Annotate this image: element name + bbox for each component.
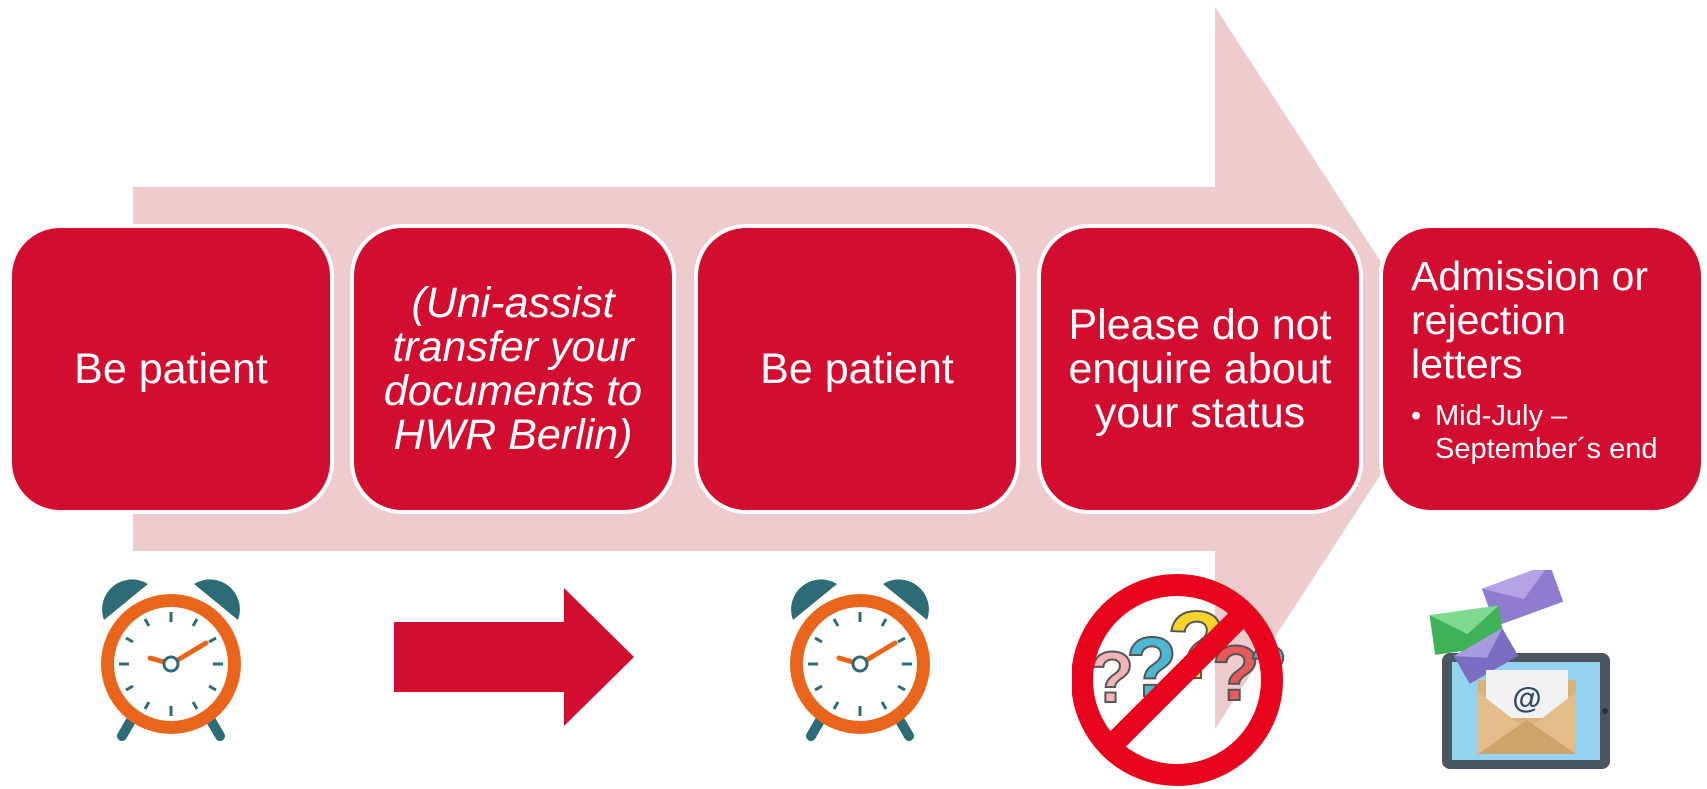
right-arrow-icon <box>394 588 634 726</box>
no-questions-icon: ? ? ? ? ? <box>1072 574 1288 786</box>
svg-text:?: ? <box>1212 629 1260 717</box>
step-text-line: (Uni-assist <box>411 279 615 327</box>
step-title: Admission or rejection letters <box>1411 254 1648 386</box>
step-text-line: transfer your <box>392 323 634 371</box>
step-text-line: your status <box>1094 389 1306 437</box>
step-text-line: documents to <box>383 367 643 415</box>
step-text-line: enquire about <box>1068 345 1332 393</box>
step-uni-assist-transfer: (Uni-assist transfer your documents to H… <box>350 224 676 514</box>
svg-text:@: @ <box>1512 682 1541 715</box>
bullet-text-line: Mid-July – <box>1435 400 1568 432</box>
step-admission-letters: Admission or rejection letters • Mid-Jul… <box>1379 224 1705 514</box>
step-be-patient-2: Be patient <box>694 224 1020 514</box>
bullet-dot: • <box>1411 400 1422 432</box>
step-text-line: Be patient <box>760 345 954 393</box>
svg-text:?: ? <box>1090 638 1134 718</box>
step-be-patient-1: Be patient <box>8 224 334 514</box>
step-text-line: Admission or <box>1411 253 1648 299</box>
step-do-not-enquire: Please do not enquire about your status <box>1037 224 1363 514</box>
bullet-text-line: September´s end <box>1435 433 1658 465</box>
email-tablet-icon: @ <box>1429 570 1610 769</box>
step-bullet: • Mid-July – September´s end <box>1411 400 1657 466</box>
alarm-clock-icon <box>101 579 241 741</box>
step-text-line: HWR Berlin) <box>393 411 633 459</box>
alarm-clock-icon <box>790 579 930 741</box>
step-text-line: letters <box>1411 341 1523 387</box>
step-text-line: Be patient <box>74 345 268 393</box>
step-text-line: Please do not <box>1068 301 1332 349</box>
step-text-line: rejection <box>1411 297 1566 343</box>
